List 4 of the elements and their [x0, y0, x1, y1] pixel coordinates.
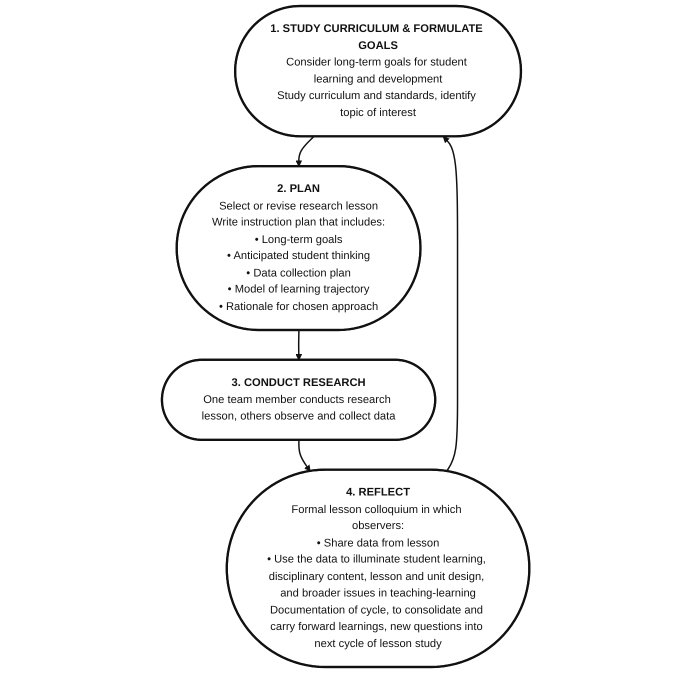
arrow [443, 136, 459, 472]
arrow [296, 330, 302, 360]
arrow [296, 136, 315, 167]
arrow [298, 440, 311, 472]
